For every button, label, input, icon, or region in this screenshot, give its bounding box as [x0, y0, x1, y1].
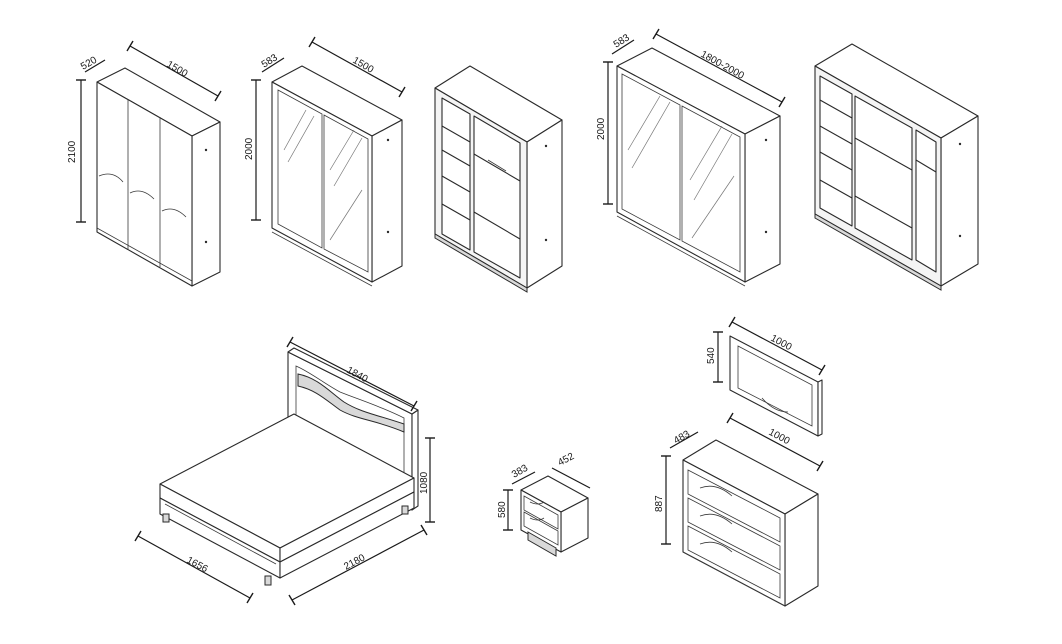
nightstand-depth-label: 383	[510, 463, 530, 481]
mirror-width-label: 1000	[769, 333, 794, 353]
wardrobe3-height-label: 2000	[596, 117, 607, 140]
wardrobe-wide-open-interior	[814, 43, 979, 291]
nightstand-width-label: 452	[556, 451, 576, 469]
dresser	[682, 439, 819, 607]
bed-width-label: 1656	[185, 555, 210, 575]
wardrobe-open-interior	[434, 65, 563, 293]
wardrobe-wide-sliding	[616, 47, 781, 287]
mirror-height-label: 540	[706, 347, 717, 364]
wardrobe-hinged	[96, 67, 221, 287]
mirror	[729, 335, 823, 437]
nightstand-height-label: 580	[497, 501, 508, 518]
nightstand	[520, 475, 589, 557]
wardrobe1-depth-label: 520	[79, 55, 99, 73]
wardrobe-sliding-mirror	[271, 65, 403, 287]
bed-height-label: 1080	[419, 471, 430, 494]
bed-length-label: 2180	[342, 552, 367, 572]
wardrobe1-height-label: 2100	[67, 140, 78, 163]
dresser-depth-label: 483	[672, 429, 692, 447]
wardrobe1-width-label: 1500	[165, 59, 190, 80]
wardrobe2-height-label: 2000	[244, 137, 255, 160]
dresser-height-label: 887	[654, 495, 665, 512]
bed	[159, 347, 419, 586]
wardrobe2-width-label: 1500	[351, 55, 376, 76]
wardrobe2-depth-label: 583	[260, 52, 280, 70]
wardrobe3-depth-label: 583	[612, 32, 632, 50]
